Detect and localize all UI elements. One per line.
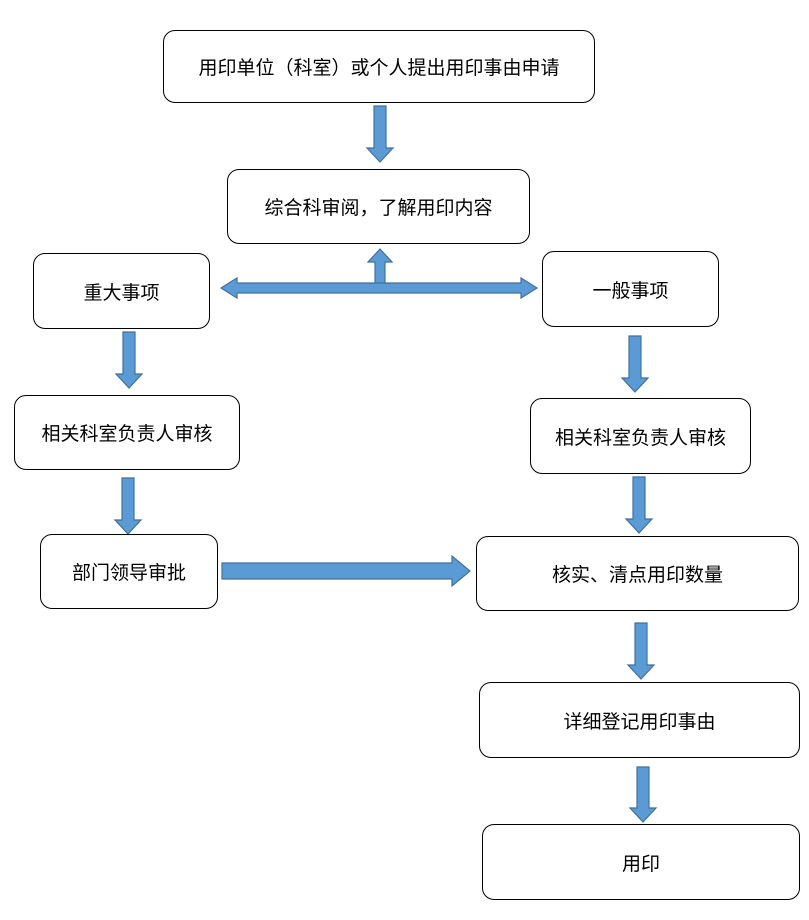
arrow-branch-major-general xyxy=(219,276,539,300)
node-general-label: 一般事项 xyxy=(592,279,669,302)
node-review-label: 综合科审阅，了解用印内容 xyxy=(264,197,493,219)
node-apply: 用印单位（科室）或个人提出用印事由申请 xyxy=(163,30,595,103)
arrow-left-audit-to-dept xyxy=(113,477,143,535)
node-major-label: 重大事项 xyxy=(83,281,160,304)
node-apply-label: 用印单位（科室）或个人提出用印事由申请 xyxy=(198,57,560,79)
node-major: 重大事项 xyxy=(33,253,210,329)
node-register-label: 详细登记用印事由 xyxy=(563,710,716,733)
node-right-audit-label: 相关科室负责人审核 xyxy=(554,426,726,449)
arrow-general-to-right-audit xyxy=(620,335,650,393)
node-dept-approve: 部门领导审批 xyxy=(40,534,218,609)
arrow-right-audit-to-verify xyxy=(624,476,654,534)
node-general: 一般事项 xyxy=(542,251,719,327)
node-verify: 核实、清点用印数量 xyxy=(476,536,799,611)
arrow-dept-to-verify xyxy=(221,554,471,588)
node-verify-label: 核实、清点用印数量 xyxy=(551,564,723,586)
arrow-branch-to-review xyxy=(366,248,394,289)
arrow-verify-to-register xyxy=(626,622,656,680)
node-register: 详细登记用印事由 xyxy=(479,682,800,758)
node-left-audit: 相关科室负责人审核 xyxy=(14,395,240,470)
node-left-audit-label: 相关科室负责人审核 xyxy=(41,423,213,445)
arrow-apply-to-review xyxy=(365,105,395,163)
node-review: 综合科审阅，了解用印内容 xyxy=(227,169,530,244)
node-stamp-label: 用印 xyxy=(621,852,660,875)
arrow-major-to-left-audit xyxy=(114,331,144,389)
node-right-audit: 相关科室负责人审核 xyxy=(530,398,751,474)
node-dept-approve-label: 部门领导审批 xyxy=(71,562,186,584)
arrow-register-to-stamp xyxy=(628,766,658,823)
node-stamp: 用印 xyxy=(482,824,800,900)
